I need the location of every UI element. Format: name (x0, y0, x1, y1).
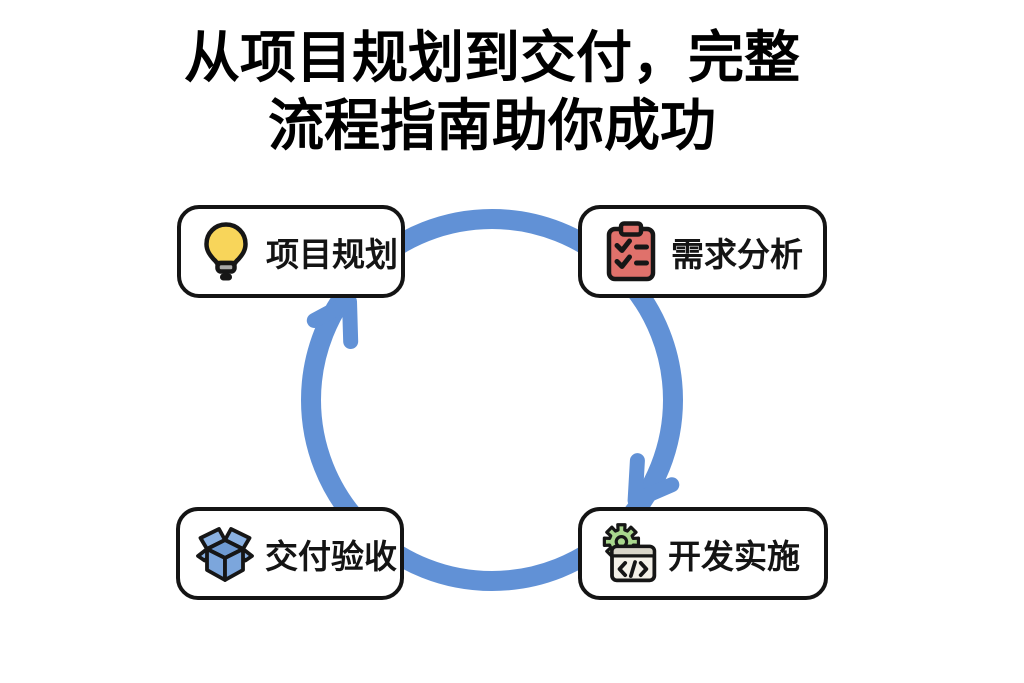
cycle-circle (301, 209, 683, 591)
diagram-title: 从项目规划到交付，完整 流程指南助你成功 (184, 26, 800, 157)
node-development: 开发实施 (578, 507, 828, 600)
arrowhead-up-icon (306, 294, 359, 349)
node-label: 开发实施 (668, 537, 800, 575)
arrowhead-down-icon (627, 453, 680, 509)
clipboard-checklist-icon (599, 219, 663, 285)
node-project-planning: 项目规划 (177, 205, 405, 298)
node-requirements-analysis: 需求分析 (578, 205, 827, 298)
node-label: 交付验收 (265, 537, 397, 575)
gear-code-window-icon (596, 521, 660, 587)
open-box-icon (193, 521, 257, 587)
node-delivery-acceptance: 交付验收 (176, 507, 404, 600)
node-label: 项目规划 (266, 235, 398, 273)
node-label: 需求分析 (671, 235, 803, 273)
lightbulb-icon (194, 219, 258, 285)
